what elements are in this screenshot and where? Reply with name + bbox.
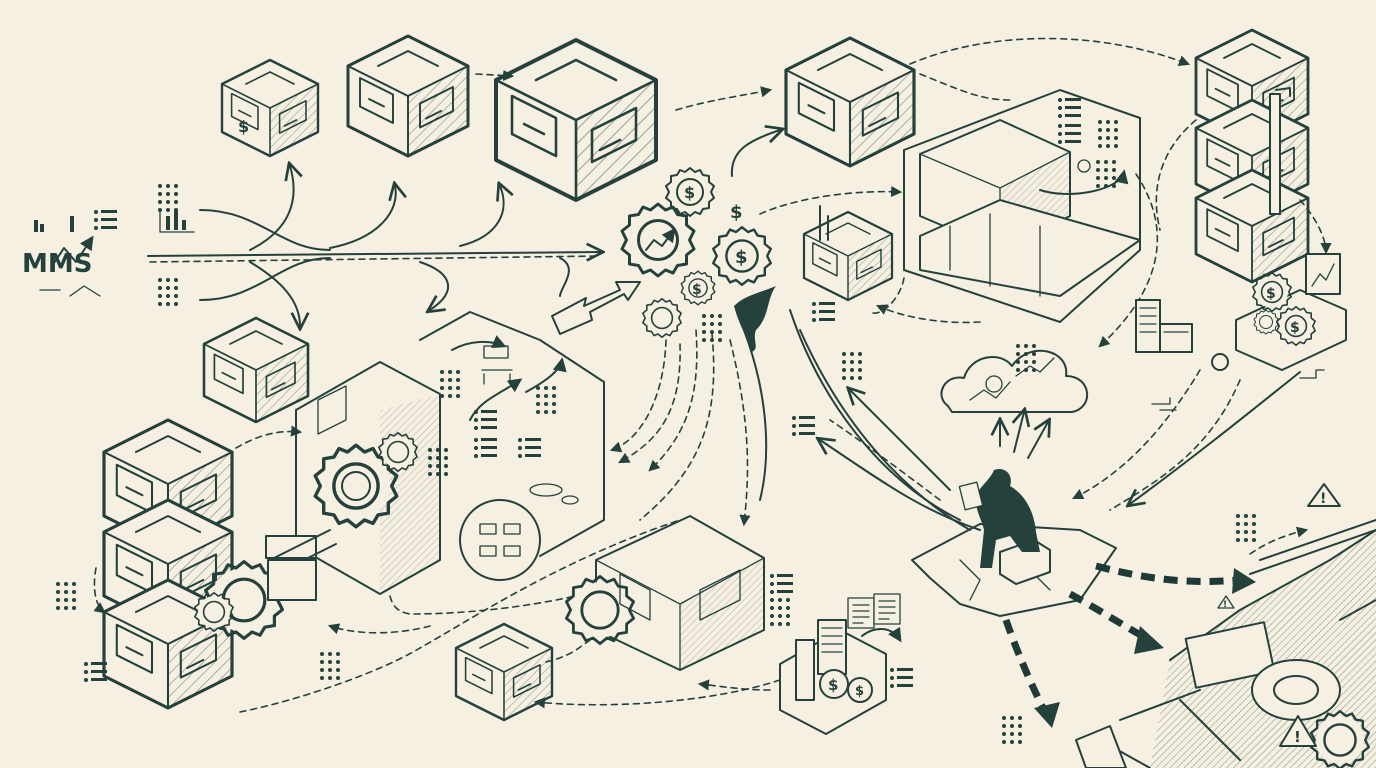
broken-machinery-pile <box>1075 519 1376 768</box>
flow-arrow <box>759 185 903 215</box>
finance-building-cluster: $ $ <box>779 593 902 735</box>
building-module-3 <box>494 38 658 202</box>
flow-arrow <box>451 335 507 351</box>
flow-arrow <box>875 304 981 324</box>
svg-text:!: ! <box>1294 728 1301 746</box>
flow-arrow <box>697 679 771 691</box>
breakdown-arrows <box>1002 562 1256 728</box>
building-small-center-right <box>802 205 894 322</box>
connector-arrow <box>919 73 1011 101</box>
flow-arrow <box>869 277 905 314</box>
flow-arrow <box>239 519 681 713</box>
quill-icon <box>734 286 776 352</box>
flow-arrow <box>1299 199 1332 255</box>
svg-text:$: $ <box>730 202 743 223</box>
analyst-figure <box>911 468 1117 617</box>
building-tower-left <box>102 418 337 710</box>
finance-gears-right: $ $ <box>1235 253 1347 379</box>
flow-arrow <box>1071 369 1201 500</box>
finance-gear-cluster: $ $ $ $ <box>620 167 772 339</box>
building-module-6 <box>454 622 554 722</box>
warning-icon: ! <box>1307 483 1341 507</box>
building-module-1: $ <box>220 58 320 158</box>
building-tower-right <box>1194 28 1310 284</box>
cloud-analytics-icon <box>940 344 1089 459</box>
flow-arrow <box>235 425 303 449</box>
factory-machine-panel <box>265 311 605 595</box>
chart-mini-icon <box>159 210 195 233</box>
warning-icon: ! <box>1217 595 1235 610</box>
flow-arrow <box>545 639 591 663</box>
flow-arrow <box>1098 173 1159 348</box>
building-module-2 <box>346 34 470 158</box>
double-arrow <box>551 281 641 335</box>
coin-icon <box>1211 353 1229 371</box>
flow-arrow <box>730 130 780 177</box>
furniture-circle <box>459 499 541 581</box>
svg-text:$: $ <box>684 183 695 202</box>
dollar-icon: $ <box>238 117 249 136</box>
svg-text:!: ! <box>1320 491 1326 507</box>
incoming-flows-right <box>789 309 981 531</box>
machine-room-center <box>565 515 765 671</box>
svg-text:$: $ <box>855 684 864 699</box>
branching-arrows <box>147 166 600 326</box>
connector-arrow <box>475 69 515 82</box>
building-module-4 <box>784 36 916 168</box>
mms-logo: MMS <box>22 210 117 297</box>
warning-icon: ! <box>1279 715 1317 747</box>
svg-text:$: $ <box>735 247 748 268</box>
connector-arrow <box>675 86 773 111</box>
flow-arrow <box>1109 379 1241 511</box>
central-floorplan-hex <box>903 89 1141 323</box>
svg-text:$: $ <box>1290 320 1300 336</box>
flow-arrow <box>1130 371 1301 504</box>
flow-arrow <box>1249 526 1309 555</box>
svg-text:$: $ <box>828 676 838 694</box>
svg-text:$: $ <box>692 282 702 298</box>
flow-arrow <box>93 567 106 614</box>
flow-arrow <box>533 679 781 709</box>
flow-arrow <box>389 589 601 615</box>
flow-arrow <box>1155 119 1197 231</box>
center-dashed-flows <box>609 329 768 527</box>
office-buildings-icon <box>1135 299 1193 411</box>
flow-arrow <box>327 623 431 635</box>
building-module-5 <box>202 316 310 424</box>
svg-text:$: $ <box>1266 286 1276 302</box>
connector-arrow <box>909 37 1191 66</box>
svg-text:!: ! <box>1223 600 1227 610</box>
